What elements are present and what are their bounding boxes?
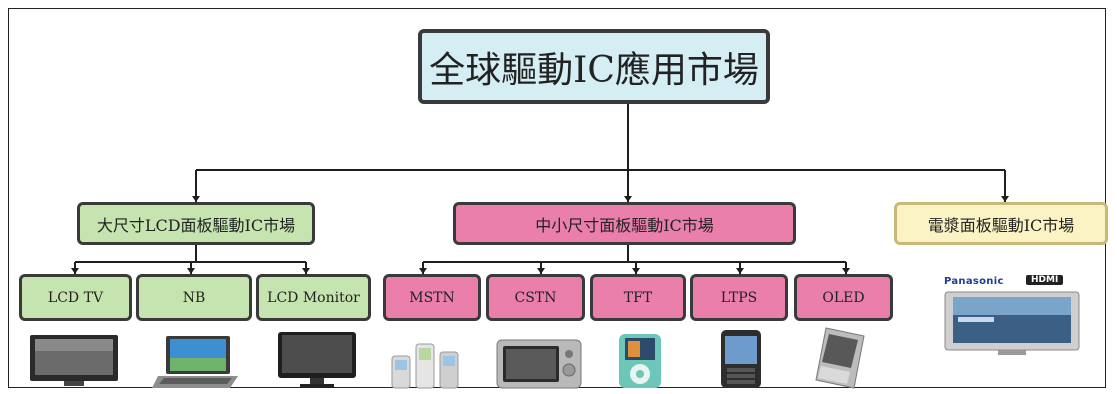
notebook-image: [152, 336, 238, 388]
plasma-tv-image: [944, 291, 1080, 355]
leaf-lcd-tv-label: LCD TV: [47, 289, 104, 306]
leaf-lcd-tv: LCD TV: [19, 274, 132, 321]
leaf-cstn: CSTN: [486, 274, 585, 321]
brand-logo: Panasonic: [944, 276, 1004, 287]
leaf-ltps-label: LTPS: [720, 289, 758, 306]
category-plasma-panel: 電漿面板驅動IC市場: [894, 202, 1108, 245]
root-node: 全球驅動IC應用市場: [418, 29, 770, 104]
pda-phone-image: [721, 330, 761, 388]
category-small-panel: 中小尺寸面板驅動IC市場: [453, 202, 796, 245]
leaf-lcd-monitor-label: LCD Monitor: [267, 289, 360, 306]
category-small-panel-label: 中小尺寸面板驅動IC市場: [535, 215, 714, 235]
leaf-mstn-label: MSTN: [409, 289, 455, 306]
leaf-lcd-monitor: LCD Monitor: [256, 274, 371, 321]
category-large-panel: 大尺寸LCD面板驅動IC市場: [77, 202, 315, 245]
leaf-cstn-label: CSTN: [514, 289, 557, 306]
category-large-panel-label: 大尺寸LCD面板驅動IC市場: [96, 215, 296, 235]
leaf-mstn: MSTN: [383, 274, 481, 321]
root-label: 全球驅動IC應用市場: [429, 49, 759, 91]
category-plasma-panel-label: 電漿面板驅動IC市場: [927, 215, 1075, 235]
digital-camera-image: [496, 339, 582, 389]
slider-phone-image: [815, 327, 865, 389]
lcd-tv-image: [30, 335, 118, 386]
leaf-nb: NB: [136, 274, 252, 321]
lcd-monitor-image: [278, 332, 356, 388]
leaf-oled-label: OLED: [822, 289, 865, 306]
feature-phones-image: [391, 343, 459, 389]
hdmi-badge: HDMI: [1026, 275, 1064, 285]
leaf-ltps: LTPS: [690, 274, 788, 321]
media-player-image: [619, 334, 661, 388]
leaf-tft-label: TFT: [623, 289, 653, 306]
leaf-tft: TFT: [590, 274, 686, 321]
leaf-nb-label: NB: [182, 289, 206, 306]
leaf-oled: OLED: [794, 274, 893, 321]
